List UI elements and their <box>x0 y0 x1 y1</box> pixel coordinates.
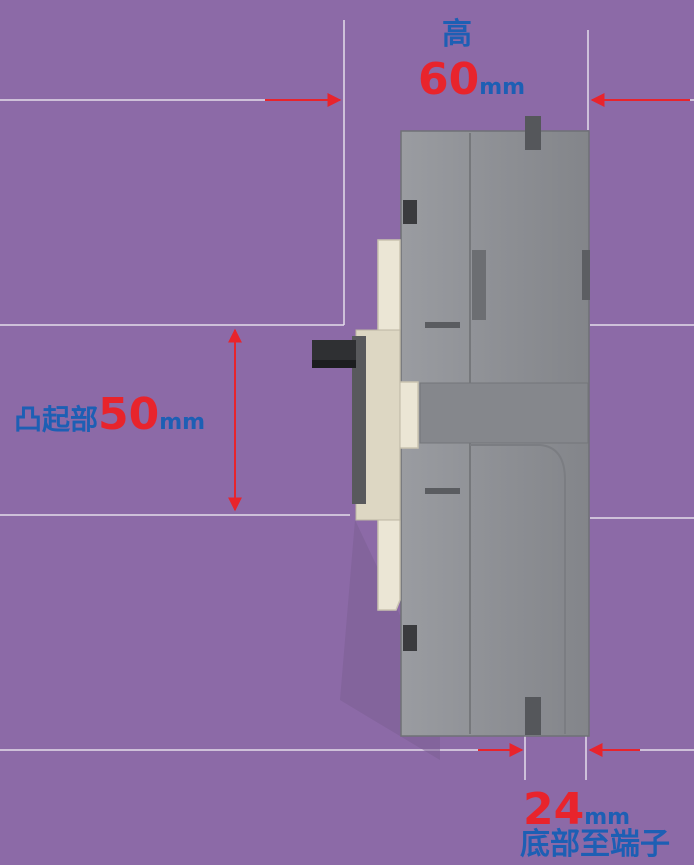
dimension-guide-lines <box>0 20 694 780</box>
height-caption: 高 <box>442 17 472 52</box>
bottom-value: 24 <box>523 784 585 835</box>
bottom-value-label: 24mm <box>523 788 630 832</box>
bottom-caption: 底部至端子 <box>520 827 670 862</box>
protrusion-caption: 凸起部 <box>14 403 99 436</box>
height-value-label: 60mm <box>418 58 525 102</box>
protrusion-value: 50 <box>98 389 160 440</box>
bottom-unit: mm <box>584 805 631 830</box>
height-value: 60 <box>418 54 480 105</box>
protrusion-label: 凸起部50mm <box>14 393 205 437</box>
protrusion-unit: mm <box>159 410 206 435</box>
circuit-breaker-body <box>312 116 590 760</box>
dimension-arrows <box>228 93 690 757</box>
height-unit: mm <box>479 75 526 100</box>
